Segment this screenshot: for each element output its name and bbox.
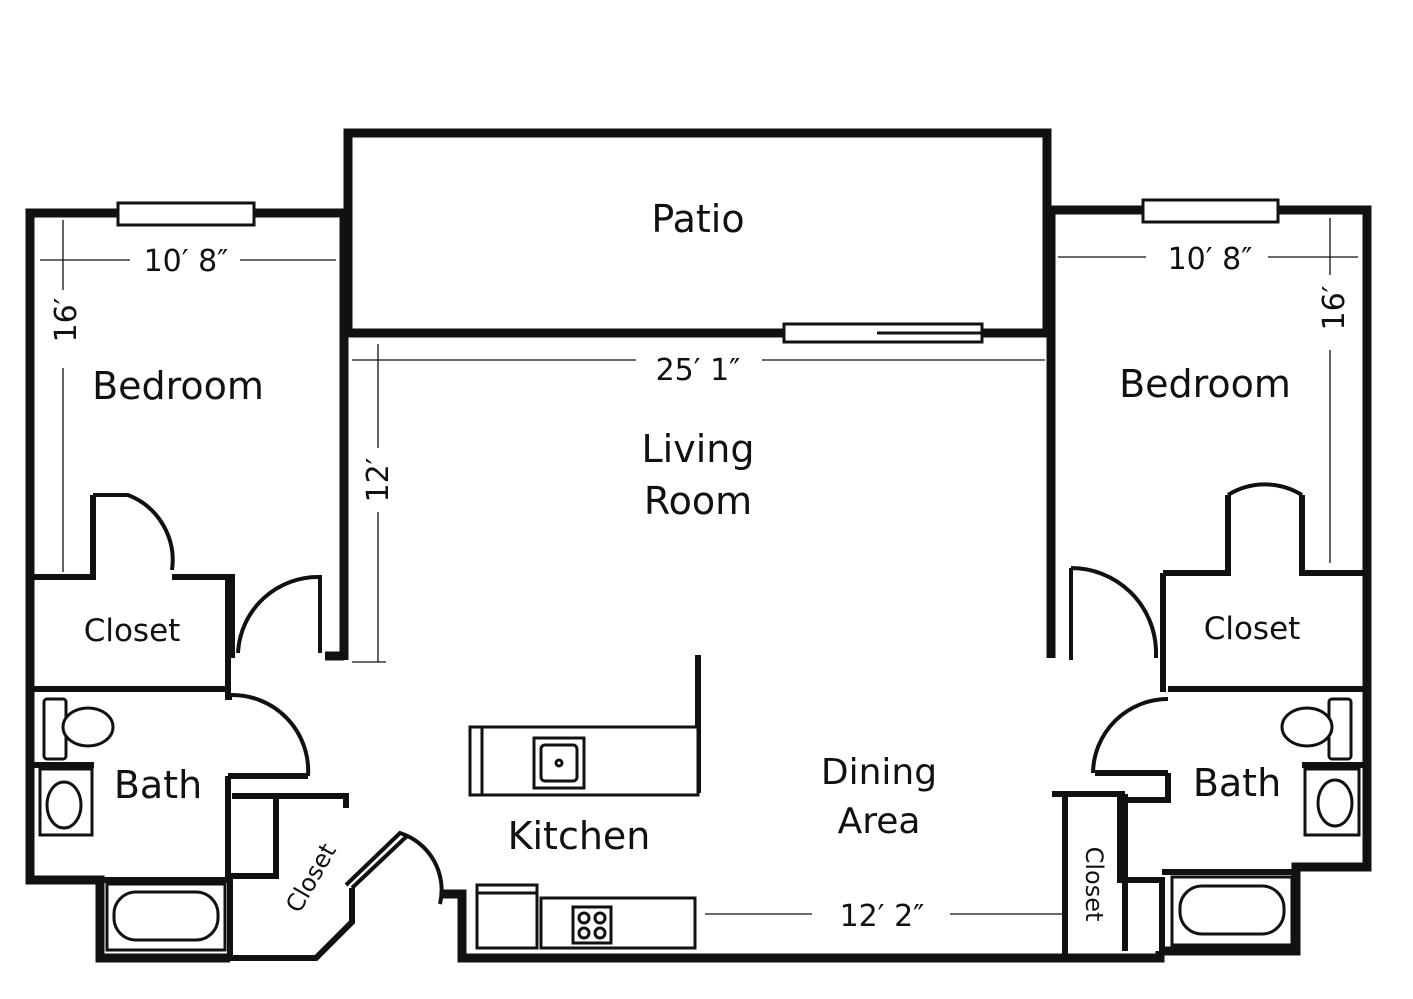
right-closet-walls-2 <box>1163 495 1231 576</box>
left-sink <box>45 780 83 830</box>
label-kitchen: Kitchen <box>508 814 651 858</box>
room-labels: Patio Living Room Bedroom Bedroom Closet… <box>84 197 1301 921</box>
fixtures <box>38 697 1361 952</box>
left-closet-door <box>93 493 175 571</box>
label-patio: Patio <box>651 197 744 241</box>
burner-4 <box>593 926 607 940</box>
dim-bedroom-right-depth: 16′ <box>1317 285 1352 330</box>
left-toilet-bowl <box>61 706 115 748</box>
right-bath-door <box>1091 697 1169 774</box>
label-bath-left: Bath <box>114 763 202 807</box>
label-bedroom-left: Bedroom <box>92 364 264 408</box>
label-living-line2: Room <box>644 479 752 523</box>
right-tub-basin <box>1178 884 1286 936</box>
kitchen-sink-drain <box>554 758 564 768</box>
doors <box>93 482 1304 905</box>
dim-dining-width: 12′ 2″ <box>840 899 925 934</box>
right-closet-door <box>1226 482 1304 497</box>
right-bedroom-door <box>1069 566 1158 660</box>
label-closet-dining: Closet <box>1080 847 1108 922</box>
left-tub-basin <box>112 890 220 942</box>
kitchen-counter <box>539 896 697 950</box>
walls <box>25 128 1372 963</box>
hall-closet-diag <box>230 888 355 961</box>
left-bedroom-window <box>116 201 256 227</box>
left-closet-walls <box>34 495 96 580</box>
left-exterior-wall <box>25 208 230 963</box>
left-bath-door <box>228 692 311 777</box>
burner-2 <box>593 911 607 925</box>
kitchen-range <box>571 905 613 945</box>
dimension-labels: 10′ 8″ 16′ 10′ 8″ 16′ 25′ 1″ 12′ 12′ 2″ <box>49 242 1352 934</box>
bottom-exterior-wall <box>443 889 1165 963</box>
label-bedroom-right: Bedroom <box>1119 362 1291 406</box>
dim-bedroom-right-width: 10′ 8″ <box>1168 242 1253 277</box>
dim-living-width: 25′ 1″ <box>656 353 741 388</box>
burner-3 <box>577 926 591 940</box>
label-living-line1: Living <box>642 427 755 471</box>
right-closet-walls-3 <box>1299 495 1363 576</box>
windows <box>116 198 1280 344</box>
dim-bedroom-left-depth: 16′ <box>49 297 84 342</box>
right-toilet-bowl <box>1280 706 1334 748</box>
hall-closet-walls-2 <box>227 796 279 958</box>
hall-closet-door-leaf <box>350 834 409 890</box>
label-dining-line1: Dining <box>821 752 937 793</box>
dimension-lines <box>40 218 1358 915</box>
right-bedroom-window <box>1141 198 1280 224</box>
label-bath-right: Bath <box>1193 761 1281 805</box>
right-bath-wall <box>1117 773 1171 951</box>
dim-bedroom-left-width: 10′ 8″ <box>144 244 229 279</box>
right-exterior-wall <box>1162 205 1372 956</box>
burner-1 <box>577 911 591 925</box>
kitchen-island-edge <box>468 725 484 797</box>
label-dining-line2: Area <box>838 801 921 842</box>
left-bedroom-door <box>236 574 322 654</box>
dim-living-depth: 12′ <box>361 457 396 502</box>
hall-closet-walls <box>232 793 349 808</box>
left-closet-walls-2 <box>172 574 235 658</box>
label-closet-left: Closet <box>84 613 181 649</box>
kitchen-fridge <box>475 883 539 950</box>
hall-closet-door <box>344 830 444 905</box>
label-closet-right: Closet <box>1204 611 1301 647</box>
right-sink <box>1316 778 1354 828</box>
